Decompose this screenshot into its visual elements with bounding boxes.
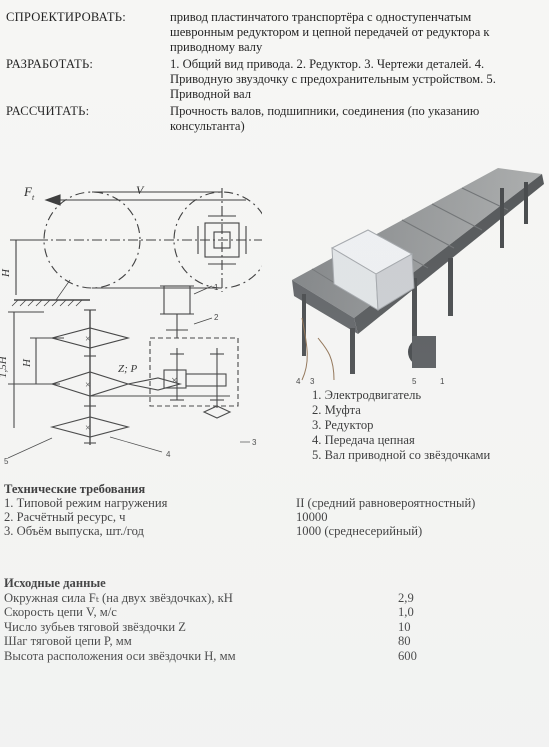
- photo-callout-5: 5: [412, 377, 417, 386]
- section-title: Технические требования: [4, 482, 146, 496]
- input-value: 600: [398, 648, 417, 663]
- task-label: РАЗРАБОТАТЬ:: [6, 57, 94, 71]
- svg-text:×: ×: [85, 334, 91, 345]
- input-data: Исходные данные Окружная сила Fₜ (на дву…: [4, 576, 544, 664]
- photo-callout-1: 1: [440, 377, 445, 386]
- velocity-label: V: [136, 183, 145, 197]
- input-row: Шаг тяговой цепи P, мм 80: [4, 634, 544, 649]
- callout-5: 5: [4, 457, 9, 466]
- section-title: Исходные данные: [4, 576, 106, 590]
- svg-text:×: ×: [85, 423, 91, 434]
- task-develop: РАЗРАБОТАТЬ: 1. Общий вид привода. 2. Ре…: [6, 57, 546, 102]
- tensioner-box: [204, 222, 240, 258]
- requirement-key: 1. Типовой режим нагружения: [4, 496, 168, 510]
- sprocket-rhombus-1: [49, 327, 131, 349]
- input-row: Скорость цепи V, м/с 1,0: [4, 605, 544, 620]
- requirement-key: 2. Расчётный ресурс, ч: [4, 510, 126, 524]
- force-arrowhead: [44, 194, 61, 206]
- callout-4: 4: [166, 450, 171, 459]
- assignment-block: СПРОЕКТИРОВАТЬ: привод пластинчатого тра…: [6, 10, 546, 136]
- sprocket-rhombus-3: [49, 416, 131, 438]
- drive-sprocket-circle: [43, 191, 141, 289]
- task-calculate: РАССЧИТАТЬ: Прочность валов, подшипники,…: [6, 104, 546, 134]
- technical-requirements: Технические требования 1. Типовой режим …: [4, 482, 544, 538]
- task-text: привод пластинчатого транспортёра с одно…: [170, 10, 490, 54]
- input-key: Число зубьев тяговой звёздочки Z: [4, 619, 186, 634]
- input-key: Скорость цепи V, м/с: [4, 605, 117, 620]
- input-value: 1,0: [398, 605, 414, 620]
- tensioner-inner: [213, 231, 231, 249]
- requirement-value: II (средний равновероятностный): [296, 496, 476, 510]
- component-legend: 1. Электродвигатель 2. Муфта 3. Редуктор…: [312, 388, 490, 463]
- zp-label: Z; P: [118, 363, 138, 375]
- input-value: 80: [398, 634, 411, 649]
- legend-item: 3. Редуктор: [312, 418, 374, 432]
- requirement-key: 3. Объём выпуска, шт./год: [4, 524, 144, 538]
- input-value: 10: [398, 619, 411, 634]
- callout-1: 1: [214, 283, 219, 292]
- input-key: Шаг тяговой цепи P, мм: [4, 634, 132, 649]
- kinematic-diagram: × × × ×: [0, 183, 262, 466]
- legend-item: 2. Муфта: [312, 403, 361, 417]
- gear-2: [185, 373, 227, 387]
- input-key: Высота расположения оси звёздочки H, мм: [4, 648, 236, 663]
- requirement-value: 10000: [296, 510, 328, 524]
- input-row: Окружная сила Fₜ (на двух звёздочках), к…: [4, 591, 544, 606]
- callout-2: 2: [214, 313, 219, 322]
- requirement-row: 1. Типовой режим нагружения II (средний …: [4, 496, 544, 510]
- legend-item: 4. Передача цепная: [312, 433, 415, 447]
- force-subscript: t: [32, 193, 35, 202]
- legend-item: 1. Электродвигатель: [312, 388, 422, 402]
- h15-label: 1,5H: [0, 355, 9, 378]
- conveyor-photo: 4 3 5 1: [262, 168, 547, 388]
- input-row: Высота расположения оси звёздочки H, мм …: [4, 649, 544, 664]
- motor-box: [163, 285, 191, 315]
- task-text: 1. Общий вид привода. 2. Редуктор. 3. Че…: [170, 57, 496, 101]
- requirement-row: 2. Расчётный ресурс, ч 10000: [4, 510, 544, 524]
- callout-3: 3: [252, 438, 257, 447]
- photo-callout-4: 4: [296, 377, 301, 386]
- input-value: 2,9: [398, 590, 414, 605]
- task-label: СПРОЕКТИРОВАТЬ:: [6, 10, 126, 24]
- task-design: СПРОЕКТИРОВАТЬ: привод пластинчатого тра…: [6, 10, 546, 55]
- input-key: Окружная сила Fₜ (на двух звёздочках), к…: [4, 590, 233, 605]
- task-text: Прочность валов, подшипники, соединения …: [170, 104, 480, 133]
- photo-callout-3: 3: [310, 377, 315, 386]
- h-label: H: [0, 268, 12, 278]
- legend-item: 5. Вал приводной со звёздочками: [312, 448, 491, 462]
- requirement-value: 1000 (среднесерийный): [296, 524, 423, 538]
- h-small-label: H: [21, 358, 33, 368]
- reducer-outline: [149, 337, 239, 407]
- requirement-row: 3. Объём выпуска, шт./год 1000 (среднесе…: [4, 524, 544, 538]
- input-row: Число зубьев тяговой звёздочки Z 10: [4, 620, 544, 635]
- task-label: РАССЧИТАТЬ:: [6, 104, 90, 118]
- force-label: F: [23, 184, 33, 199]
- svg-text:×: ×: [171, 373, 178, 387]
- svg-text:×: ×: [85, 380, 91, 391]
